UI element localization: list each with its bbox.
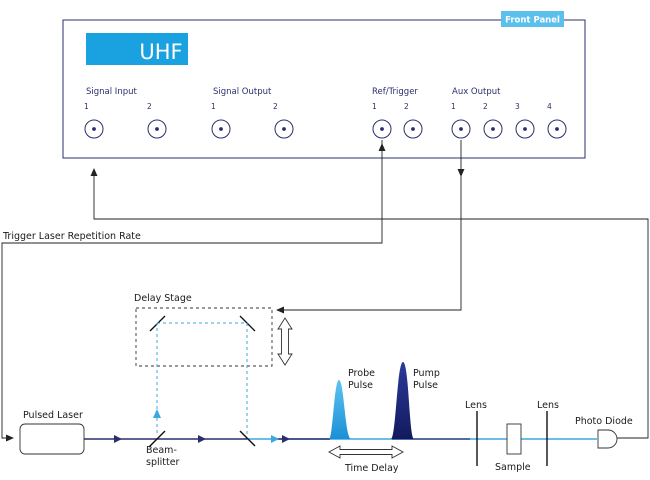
aux-output-1-connector-icon[interactable] [451,119,471,139]
signal-output-port-2-number: 2 [273,102,278,111]
aux-output-port-3-number: 3 [515,102,520,111]
cable-arrowheads [6,143,465,442]
sample-icon [506,423,522,455]
arrow-up-to-ref-trigger-icon [378,143,386,151]
beam-arrow-3-icon [271,435,279,443]
aux-output-port-2-number: 2 [483,102,488,111]
pulsed-laser-label: Pulsed Laser [23,410,83,421]
probe-pulse-label-line-1: Probe [348,368,375,379]
photo-diode-label: Photo Diode [575,416,633,427]
photodiode-signal-cable [93,172,649,439]
aux-output-3-connector-icon[interactable] [515,119,535,139]
ref-trigger-1-connector-icon[interactable] [372,119,392,139]
delay-stage: Delay Stage [134,293,293,367]
stage-motion-arrow-icon[interactable] [277,317,293,366]
sample-label: Sample [495,462,531,473]
signal-input-port-1-number: 1 [84,102,89,111]
arrow-up-to-signal-input-icon [90,168,98,176]
beam-arrow-1-icon [114,435,122,443]
signal-output-1-connector-icon[interactable] [211,119,231,139]
signal-input-port-2-number: 2 [147,102,152,111]
instrument-front-panel: Front Panel UHF Signal Input Signal Outp… [62,11,586,159]
pump-pulse-label-line-1: Pump [413,368,440,379]
photo-diode-icon [597,429,618,449]
probe-pulse-icon [329,380,351,439]
aux-output-4-connector-icon[interactable] [547,119,567,139]
beamsplitter-1-icon [148,430,166,448]
time-delay-double-arrow-icon [328,445,404,459]
ref-trigger-group-label: Ref/Trigger [372,87,418,97]
ref-trigger-2-connector-icon[interactable] [403,119,423,139]
trigger-rate-label: Trigger Laser Repetition Rate [2,231,141,242]
lens-2-label: Lens [537,400,559,411]
aux-output-group-label: Aux Output [452,87,501,97]
signal-input-group-label: Signal Input [86,87,137,97]
probe-pulse-label-line-2: Pulse [348,380,373,391]
ref-trigger-port-2-number: 2 [404,102,409,111]
brand-logo: UHF [86,33,188,65]
beam-arrows [114,435,290,443]
time-delay-label: Time Delay [344,463,399,474]
aux-output-port-4-number: 4 [547,102,552,111]
probe-upward-arrow-icon [153,409,161,418]
aux-output-2-connector-icon[interactable] [483,119,503,139]
arrow-left-to-delay-stage-icon [276,306,284,314]
delay-stage-label: Delay Stage [134,293,192,304]
beam-arrow-4-icon [282,435,290,443]
ref-trigger-port-1-number: 1 [372,102,377,111]
pump-pulse-label-line-2: Pulse [413,380,438,391]
beam-arrow-2-icon [198,435,206,443]
aux-output-delay-cable [281,140,462,311]
signal-output-port-1-number: 1 [211,102,216,111]
cables [1,140,649,439]
arrow-down-from-aux-output-icon [457,169,465,177]
signal-output-group-label: Signal Output [213,87,272,97]
pump-pulse-icon [391,362,414,439]
signal-output-2-connector-icon[interactable] [274,119,294,139]
beamsplitter-label-line-2: splitter [146,457,180,468]
signal-input-2-connector-icon[interactable] [147,119,167,139]
lens-1-label: Lens [465,400,487,411]
pulsed-laser: Pulsed Laser [19,410,85,455]
brand-logo-text: UHF [139,40,182,64]
front-panel-badge-label: Front Panel [505,16,560,26]
probe-branch-beam [156,322,248,434]
beamsplitter-2-icon [239,430,256,447]
arrow-right-to-laser-icon [6,434,14,442]
beamsplitter-label-line-1: Beam- [146,445,177,456]
front-panel-badge: Front Panel [501,11,564,27]
trigger-cable [1,140,383,439]
aux-output-port-1-number: 1 [451,102,456,111]
signal-input-1-connector-icon[interactable] [84,119,104,139]
